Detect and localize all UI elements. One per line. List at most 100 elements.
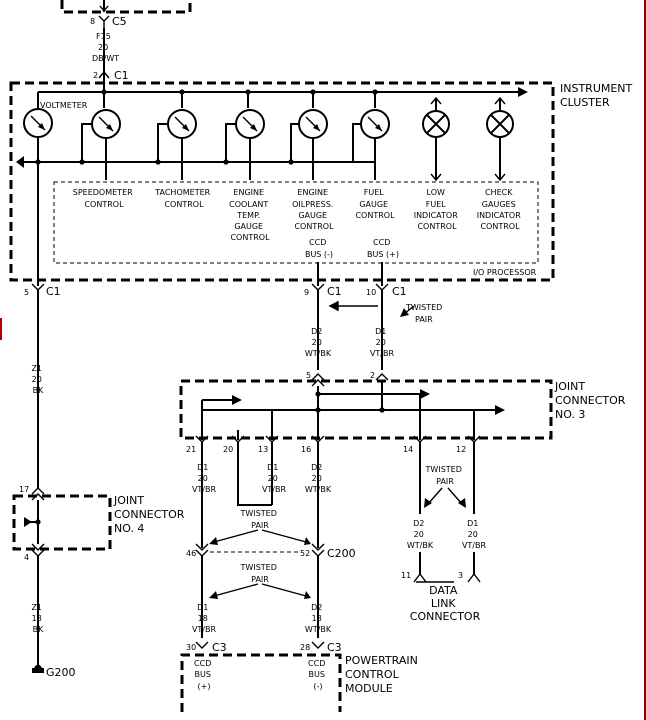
fuse-color: DB/WT [92,54,119,63]
tachometer-gauge-icon [167,109,197,139]
twisted-pair-upper-label: TWISTED PAIR [405,303,445,324]
speedometer-control-label: SPEEDOMETER CONTROL [73,188,135,209]
dlc-pin-3-symbol [467,572,481,583]
c1-top-name: C1 [114,69,129,82]
top-bus-arrow [518,87,528,97]
ground-bus-arrow [16,156,24,168]
jc3-pin-12: 12 [456,445,466,454]
jc3-arrow-right [495,405,505,415]
pcm-pin-28-symbol [311,641,325,649]
dlc-wires [419,552,475,574]
c1-pin-5-name: C1 [46,285,61,298]
ccd-upper-wires [317,290,383,370]
c1-pin-9: 9 [304,288,309,297]
d1-upper-label: D1 20 VT/BR [370,327,395,358]
twisted-pair-mid-label: TWISTED PAIR [240,509,280,530]
voltmeter-label: VOLTMETER [40,101,88,110]
jc4-title: JOINT CONNECTOR NO. 4 [113,494,188,535]
lamp-feed-drops [435,98,501,110]
cluster-title-2: CLUSTER [560,96,610,109]
c200-lower-wires [201,556,319,638]
instrument-cluster-box [9,81,555,282]
check-gauges-control-label: CHECK GAUGES INDICATOR CONTROL [477,188,524,231]
dlc-pin-11-symbol [413,572,454,583]
fuel-gauge-control-label: FUEL GAUGE CONTROL [355,188,395,220]
jc3-pin-2: 2 [370,371,375,380]
d1-a-label: D1 20 VT/BR [192,463,217,494]
low-fuel-control-label: LOW FUEL INDICATOR CONTROL [414,188,461,231]
jc3-internal-left [201,399,232,440]
joint-connector-4-box [12,494,112,551]
dlc-title: DATA LINK CONNECTOR [410,584,481,623]
ccd-exit-wires [317,262,383,286]
jc3-junctions [315,391,385,413]
twisted-pair-leader-arrow [400,308,409,317]
check-gauges-lamp-icon [486,110,514,138]
jc4-arrow [24,517,32,527]
oil-pressure-control-label: ENGINE OILPRESS. GAUGE CONTROL [292,188,336,231]
pcm-pin-30-name: C3 [212,641,227,654]
jc3-pin-2-symbol [375,373,389,381]
c1-pin-10-name: C1 [392,285,407,298]
twisted-pair-dlc-arrows [424,498,466,508]
twisted-pair-lower-leaders [213,583,307,597]
ccd-bus-plus-label: CCD BUS (+) [367,238,399,259]
dlc-pin-3: 3 [458,571,463,580]
pcm-pin-30: 30 [186,643,196,652]
c200-pin-46: 46 [186,549,196,558]
low-fuel-lamp-icon [422,110,450,138]
tachometer-wires [157,123,183,180]
c1-pin-10: 10 [366,288,376,297]
dlc-pin-11: 11 [401,571,411,580]
jc4-junction [35,519,41,525]
tachometer-control-label: TACHOMETER CONTROL [154,188,213,209]
lamp-lower-wires [435,137,501,180]
dlc-feed-wires [419,442,475,514]
twisted-pair-mid-arrows [209,537,311,545]
jc3-pin-5-symbol [311,373,325,387]
c1-top-pin: 2 [93,71,98,80]
ground-label: G200 [46,666,76,679]
joint-connector-3-box [179,379,553,440]
coolant-temp-control-label: ENGINE COOLANT TEMP. GAUGE CONTROL [229,188,271,242]
fuel-wires [352,123,376,180]
jc3-lower-wires [201,442,319,548]
pcm-box [180,653,342,712]
c1-pin-9-name: C1 [327,285,342,298]
oil-pressure-gauge-icon [298,109,328,139]
jc3-arrow-1 [420,389,430,399]
lamp-feed-arrows [430,96,506,105]
io-processor-box [53,181,539,264]
d1-lower-label: D1 18 VT/BR [192,603,217,634]
jc3-pin-13: 13 [258,445,268,454]
twisted-pair-mid-leaders [213,529,307,543]
window-edge-right [644,0,646,720]
jc3-internal-upper [317,380,420,410]
coolant-temp-gauge-icon [235,109,265,139]
c5-name: C5 [112,15,127,28]
pcm-pin-28-name: C3 [327,641,342,654]
c5-pin: 8 [90,17,95,26]
twisted-pair-lower-label: TWISTED PAIR [240,563,280,584]
jc3-arrow-left [232,395,242,405]
c5-connector-symbol [98,15,110,28]
d1-b-label: D1 20 VT/BR [262,463,287,494]
d2-dlc-label: D2 20 WT/BK [407,519,434,550]
jc3-pin-14: 14 [403,445,413,454]
jc3-title: JOINT CONNECTOR NO. 3 [554,380,629,421]
z1-upper-label: Z1 20 BK [31,364,44,395]
fuse-label: F15 [96,32,111,41]
jc4-pin-17: 17 [19,485,29,494]
jc3-pin-21: 21 [186,445,196,454]
pcm-bus-plus-label: CCD BUS (+) [194,659,214,691]
jc4-pin-17-symbol [31,487,45,501]
voltmeter-gauge-icon [23,108,53,138]
c200-name: C200 [327,547,356,560]
speedometer-wires [81,123,107,180]
jc3-pin-16: 16 [301,445,311,454]
feed-arrow [99,5,109,13]
twisted-pair-lower-arrows [209,591,311,599]
pcm-title: POWERTRAIN CONTROL MODULE [345,654,421,695]
d1-dlc-label: D1 20 VT/BR [462,519,487,550]
